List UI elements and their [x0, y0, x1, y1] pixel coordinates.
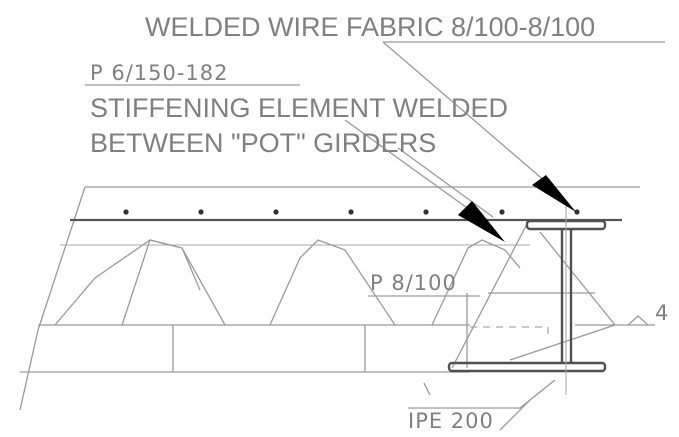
mesh-leader	[382, 41, 554, 189]
p6-label: P 6/150-182	[90, 61, 229, 85]
stiffening-label-line1: STIFFENING ELEMENT WELDED	[90, 93, 508, 123]
hidden-line	[470, 326, 549, 340]
stiffener-arrowhead	[458, 201, 505, 242]
mesh-label: WELDED WIRE FABRIC 8/100-8/100	[145, 12, 595, 42]
p8-label: P 8/100	[370, 271, 457, 295]
mesh-dot	[423, 209, 429, 215]
weld-flag	[627, 315, 649, 326]
section-label: IPE 200	[408, 409, 494, 433]
mesh-dot	[123, 209, 129, 215]
mesh-dot	[499, 209, 505, 215]
stiffener-brace	[539, 231, 616, 326]
truss-girder	[269, 239, 396, 326]
mesh-dot	[574, 209, 580, 215]
ipe-leader	[519, 379, 556, 409]
stiffener-leader	[397, 147, 494, 218]
ipe-leader-lower	[499, 399, 531, 431]
mesh-dot	[198, 209, 204, 215]
mesh-bar-dots	[123, 209, 580, 215]
stiffener-leader	[344, 119, 471, 211]
stiffener-diagonal	[451, 221, 529, 369]
weld-size-label: 4	[655, 301, 669, 325]
ipe-leader-small	[423, 382, 431, 396]
ipe-beam	[447, 200, 607, 395]
truss-girder	[121, 239, 201, 326]
slab-edge-line-lower	[19, 329, 39, 411]
mesh-dot	[273, 209, 279, 215]
stiffening-label-line2: BETWEEN "POT" GIRDERS	[90, 128, 436, 158]
mesh-dot	[348, 209, 354, 215]
slab-edge-line	[37, 186, 86, 331]
mesh-arrowhead	[532, 175, 576, 212]
ipe-bottom-flange	[447, 361, 607, 373]
truss-girder	[54, 239, 226, 326]
